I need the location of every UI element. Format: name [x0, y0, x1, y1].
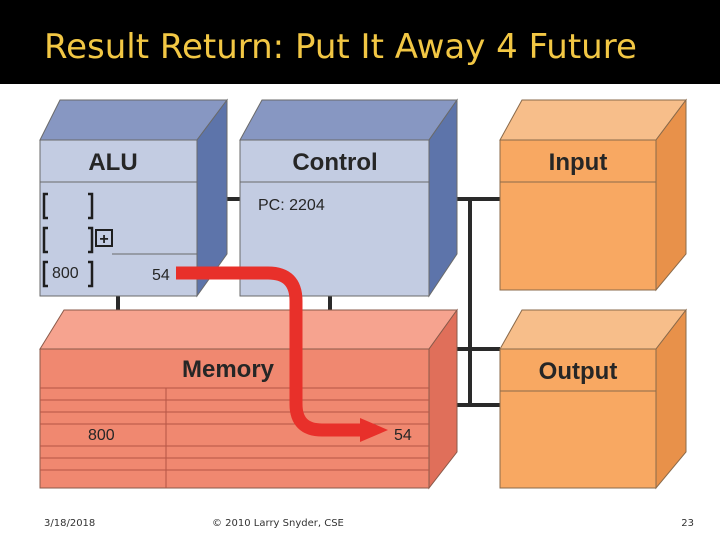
slide-title: Result Return: Put It Away 4 Future	[44, 27, 637, 67]
control-box: Control PC: 2204	[239, 98, 458, 298]
arrow-path	[176, 266, 364, 437]
output-box-front	[499, 348, 657, 489]
output-box-top	[499, 309, 688, 350]
title-bar: Result Return: Put It Away 4 Future	[0, 0, 720, 84]
footer-date: 3/18/2018	[44, 518, 96, 529]
memory-label: Memory	[182, 356, 275, 383]
memory-cell-grid	[40, 387, 429, 488]
output-box: Output	[499, 308, 688, 490]
footer-copyright: © 2010 Larry Snyder, CSE	[212, 518, 344, 529]
add-operator-box	[95, 229, 113, 247]
memory-cell-value-left: 800	[88, 427, 115, 444]
input-box-top	[499, 99, 687, 141]
alu-register-value: 800	[52, 265, 79, 282]
program-counter-text: PC: 2204	[258, 197, 325, 214]
memory-box-top	[39, 309, 458, 350]
alu-label: ALU	[88, 149, 137, 176]
result-return-arrow	[176, 266, 388, 442]
control-label: Control	[292, 149, 377, 176]
input-label: Input	[549, 149, 608, 176]
alu-registers	[42, 192, 94, 288]
add-operator-icon: +	[99, 231, 108, 248]
alu-box: ALU + 800 54	[39, 98, 228, 298]
control-box-top	[239, 99, 458, 141]
input-box-front	[499, 139, 657, 291]
memory-box-front	[39, 348, 430, 489]
memory-cell-value-right: 54	[394, 427, 412, 444]
alu-result-value: 54	[152, 267, 170, 284]
alu-box-top	[39, 99, 228, 141]
memory-box: Memory 800 54	[39, 308, 458, 490]
page-number: 23	[681, 518, 694, 529]
arrow-head-icon	[360, 418, 388, 442]
computer-components-diagram: ALU + 800 54 Control PC: 2204 Input	[39, 98, 688, 490]
alu-box-front	[39, 139, 198, 297]
input-box: Input	[499, 98, 687, 292]
output-label: Output	[539, 358, 618, 385]
